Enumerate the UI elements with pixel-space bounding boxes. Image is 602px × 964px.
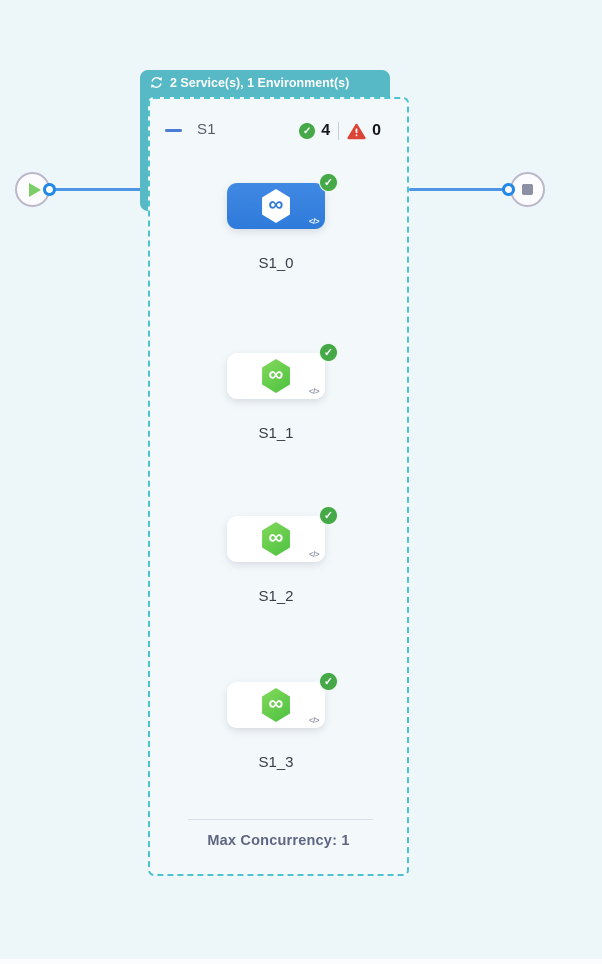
service-node-s1-1[interactable]: ∞ </> ✓ (227, 343, 338, 399)
infinity-icon: ∞ (268, 526, 284, 549)
node-label: S1_0 (258, 255, 294, 272)
status-success-badge: ✓ (319, 672, 338, 691)
success-count: 4 (321, 122, 331, 139)
status-success-badge: ✓ (319, 173, 338, 192)
node-label: S1_2 (258, 588, 294, 605)
service-hex-icon: ∞ (262, 189, 290, 223)
stage-header[interactable]: S1 ✓ 4 0 (150, 120, 407, 142)
service-hex-icon: ∞ (262, 359, 290, 393)
infinity-icon: ∞ (268, 692, 284, 715)
services-environments-label: 2 Service(s), 1 Environment(s) (170, 75, 350, 90)
loop-icon (151, 76, 162, 89)
service-node-s1-2[interactable]: ∞ </> ✓ (227, 506, 338, 562)
service-hex-icon: ∞ (262, 688, 290, 722)
status-success-badge: ✓ (319, 343, 338, 362)
status-divider (338, 122, 340, 140)
node-label: S1_3 (258, 754, 294, 771)
stage-name: S1 (197, 121, 216, 138)
check-glyph: ✓ (323, 676, 334, 688)
infinity-icon: ∞ (268, 363, 284, 386)
check-glyph: ✓ (323, 347, 334, 359)
stage-container: S1 ✓ 4 0 ∞ </> (148, 97, 409, 876)
footer-divider (188, 819, 373, 820)
service-hex-icon: ∞ (262, 522, 290, 556)
check-glyph: ✓ (323, 510, 334, 522)
check-glyph: ✓ (302, 125, 312, 137)
node-label: S1_1 (258, 425, 294, 442)
service-node-group-s1-1: ∞ </> ✓ S1_1 (227, 343, 338, 442)
connector-line-right (409, 188, 505, 191)
service-node-s1-0[interactable]: ∞ </> ✓ (227, 173, 338, 229)
bottom-strip (0, 959, 602, 964)
stage-status-group: ✓ 4 0 (299, 120, 381, 142)
services-environments-badge[interactable]: 2 Service(s), 1 Environment(s) (140, 70, 390, 95)
service-node-group-s1-0: ∞ </> ✓ S1_0 (227, 173, 338, 272)
max-concurrency-label: Max Concurrency: 1 (207, 833, 350, 849)
error-count: 0 (372, 122, 381, 139)
link-port-left (43, 183, 56, 196)
code-icon: </> (308, 387, 320, 396)
service-node-group-s1-2: ∞ </> ✓ S1_2 (227, 506, 338, 605)
connector-line-left (50, 188, 142, 191)
service-node-group-s1-3: ∞ </> ✓ S1_3 (227, 672, 338, 771)
end-node (510, 172, 545, 207)
code-icon: </> (308, 716, 320, 725)
stop-icon (522, 184, 533, 195)
warning-icon (347, 123, 366, 139)
status-success-badge: ✓ (319, 506, 338, 525)
play-icon (28, 182, 41, 197)
success-count-icon: ✓ (299, 123, 316, 139)
collapse-icon[interactable] (165, 129, 182, 132)
check-glyph: ✓ (323, 177, 334, 189)
code-icon: </> (308, 550, 320, 559)
code-icon: </> (308, 217, 320, 226)
infinity-icon: ∞ (268, 193, 284, 216)
link-port-right (502, 183, 515, 196)
service-node-s1-3[interactable]: ∞ </> ✓ (227, 672, 338, 728)
